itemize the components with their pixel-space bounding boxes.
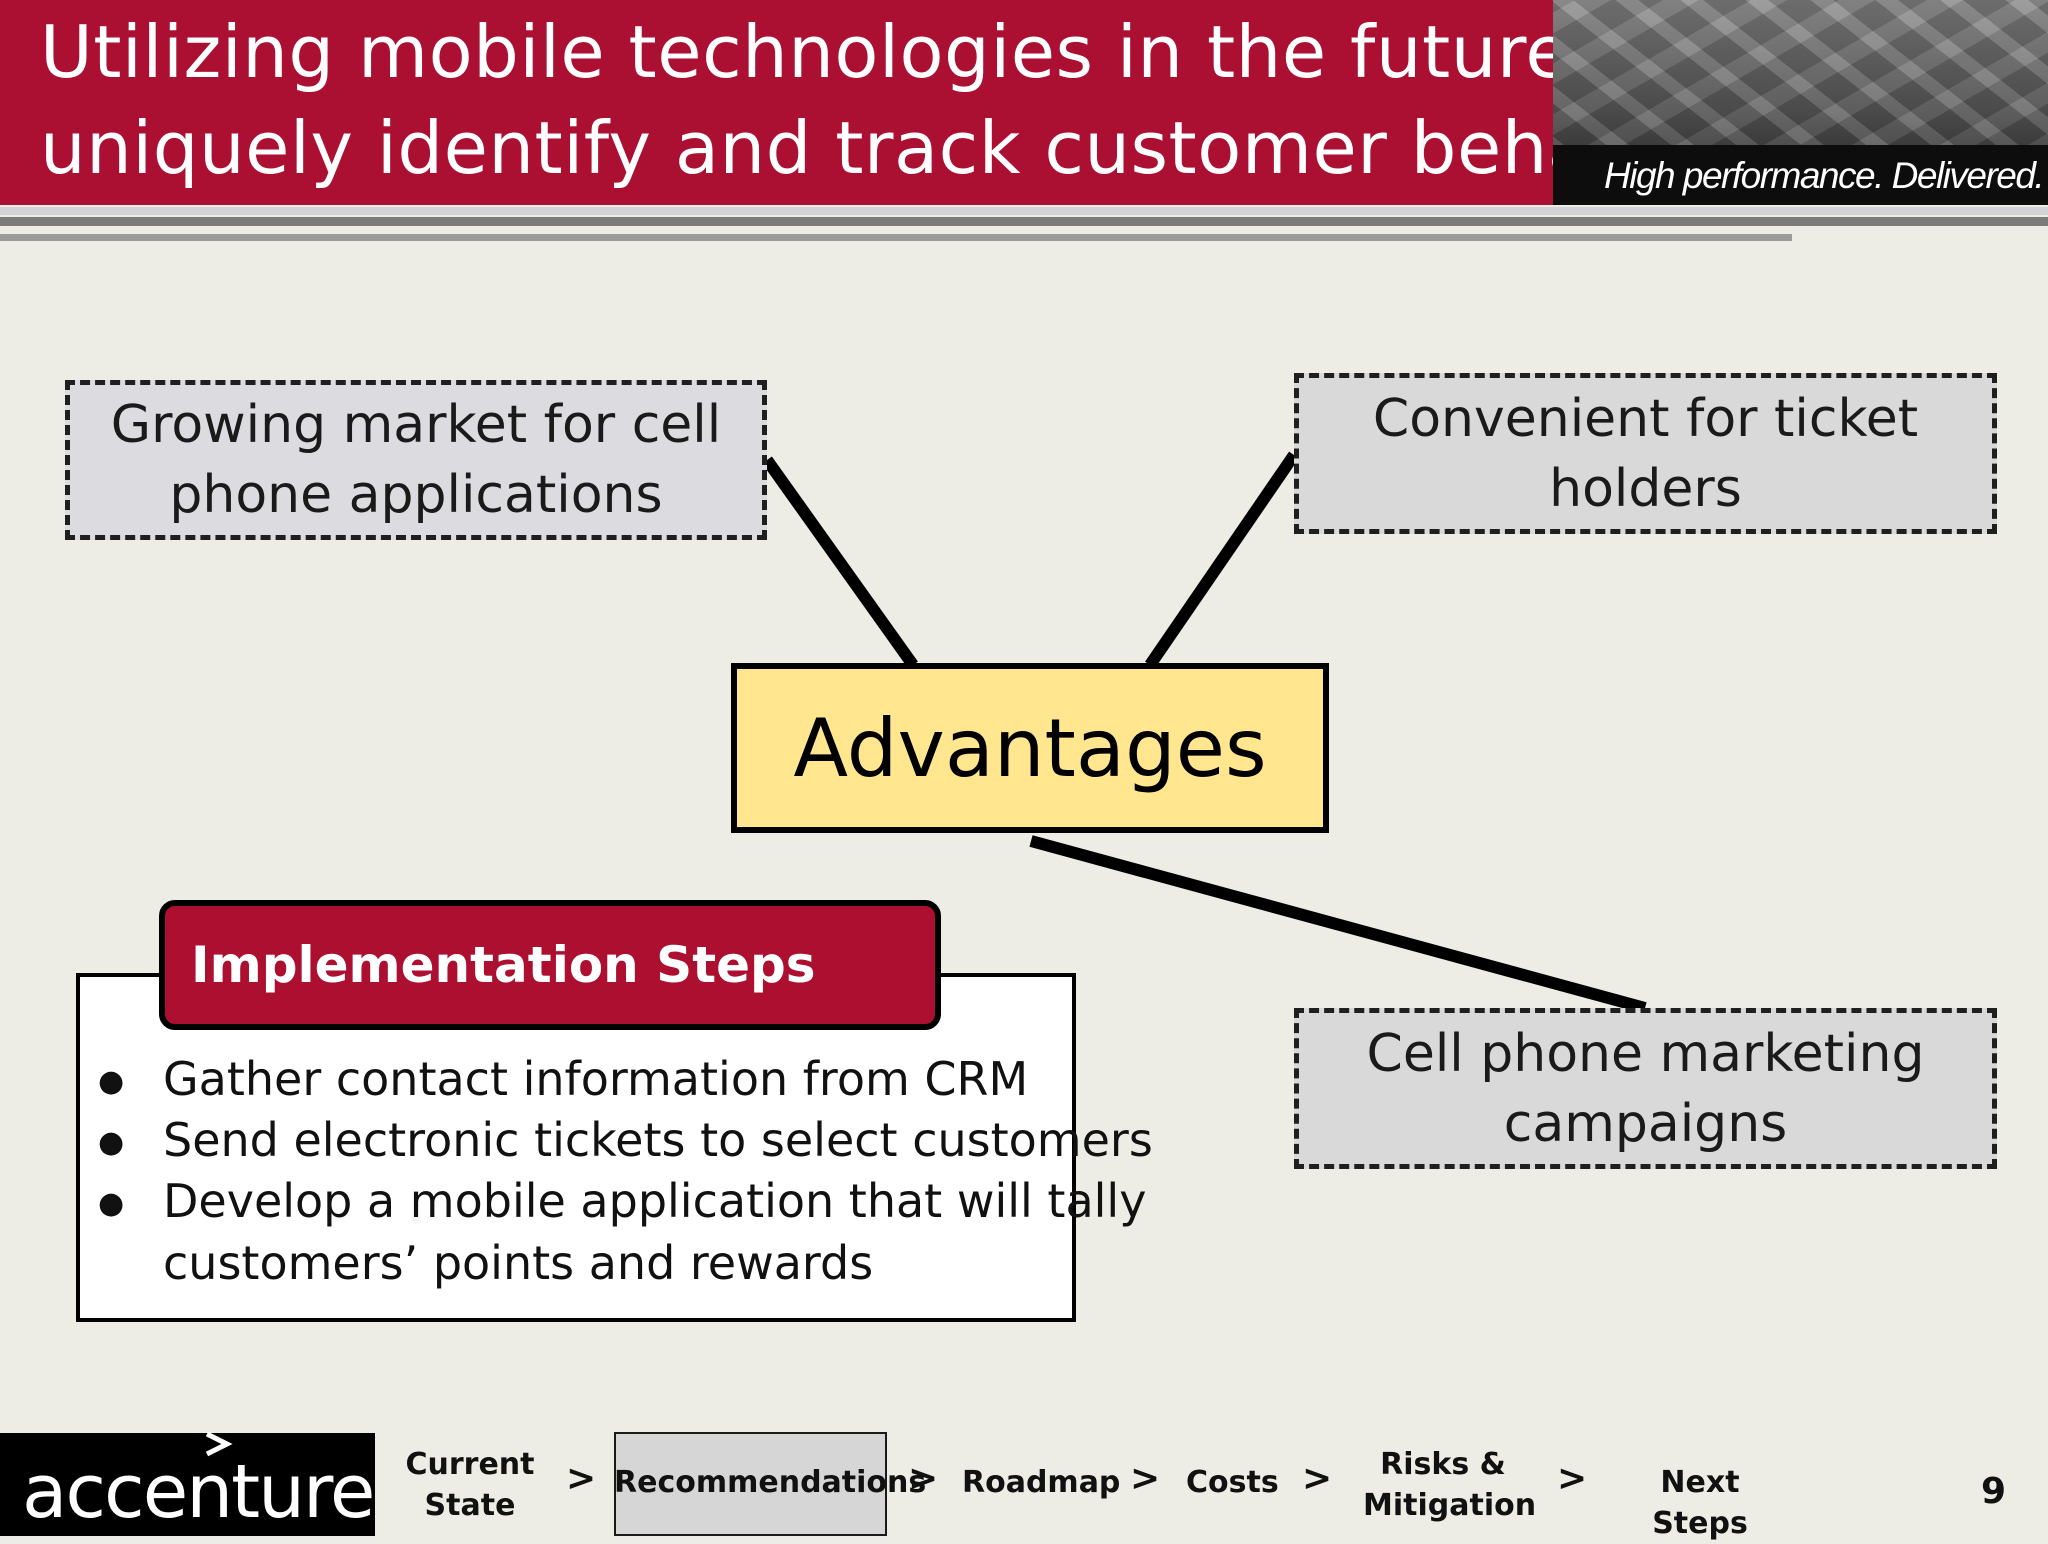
title-banner: Utilizing mobile technologies in the fut… (0, 0, 1748, 205)
step-item-2: Send electronic tickets to select custom… (163, 1113, 1153, 1167)
implementation-panel (76, 973, 1076, 1322)
nav-recommendations-highlight[interactable] (614, 1432, 887, 1536)
advantage-box-marketing: Cell phone marketing campaigns (1294, 1008, 1997, 1169)
bullet-icon: ● (98, 1186, 125, 1221)
divider-rule (0, 207, 2048, 215)
nav-separator-icon: > (1130, 1458, 1161, 1499)
page-number: 9 (1981, 1471, 2007, 1512)
nav-current-state[interactable]: Current State (405, 1444, 535, 1526)
implementation-title: Implementation Steps (159, 900, 941, 1030)
advantage-market-line-1: Growing market for cell (110, 395, 722, 455)
nav-risks-line-2: Mitigation (1363, 1488, 1537, 1523)
slide-title-line-2: uniquely identify and track customer beh… (40, 106, 1748, 190)
advantage-box-convenience: Convenient for ticket holders (1294, 373, 1997, 534)
accenture-logo-text: accenture (22, 1449, 375, 1535)
advantage-market-line-2: phone applications (169, 465, 663, 525)
nav-separator-icon: > (566, 1458, 597, 1499)
nav-risks-mitigation[interactable]: Risks & Mitigation (1363, 1444, 1537, 1526)
advantage-box-market: Growing market for cell phone applicatio… (65, 380, 767, 540)
nav-separator-icon: > (908, 1458, 939, 1499)
nav-separator-icon: > (1302, 1458, 1333, 1499)
nav-current-state-line-2: State (424, 1488, 516, 1523)
nav-separator-icon: > (1557, 1458, 1588, 1499)
advantages-center-box: Advantages (731, 663, 1329, 833)
nav-current-state-line-1: Current (405, 1447, 535, 1482)
tagline-band (1553, 145, 2048, 205)
divider-rule-shadow (0, 234, 1792, 241)
tagline: High performance. Delivered. (1604, 155, 2045, 196)
advantage-marketing-line-2: campaigns (1503, 1093, 1788, 1154)
connector-left (762, 456, 918, 669)
nav-risks-line-1: Risks & (1380, 1447, 1506, 1482)
step-item-3: Develop a mobile application that will t… (163, 1174, 1147, 1228)
divider-rule-dark (0, 217, 2048, 226)
step-item-1: Gather contact information from CRM (163, 1052, 1029, 1106)
step-item-3-continued: customers’ points and rewards (163, 1236, 874, 1290)
accenture-chevron-icon (205, 1431, 233, 1457)
accenture-logo (0, 1433, 375, 1536)
connector-bottom (1029, 835, 1647, 1014)
bullet-icon: ● (98, 1064, 125, 1099)
nav-roadmap[interactable]: Roadmap (962, 1465, 1121, 1500)
advantage-convenience-line-1: Convenient for ticket (1372, 388, 1919, 449)
connector-right (1145, 451, 1299, 669)
advantage-convenience-line-2: holders (1549, 458, 1742, 519)
bullet-icon: ● (98, 1125, 125, 1160)
nav-recommendations[interactable]: Recommendations (614, 1465, 927, 1500)
nav-next-steps[interactable]: Next Steps (1652, 1465, 1748, 1541)
slide-title: Utilizing mobile technologies in the fut… (40, 4, 1748, 196)
slide-title-line-1: Utilizing mobile technologies in the fut… (40, 10, 1725, 94)
advantage-marketing-line-1: Cell phone marketing (1366, 1023, 1925, 1084)
nav-costs[interactable]: Costs (1186, 1465, 1279, 1500)
